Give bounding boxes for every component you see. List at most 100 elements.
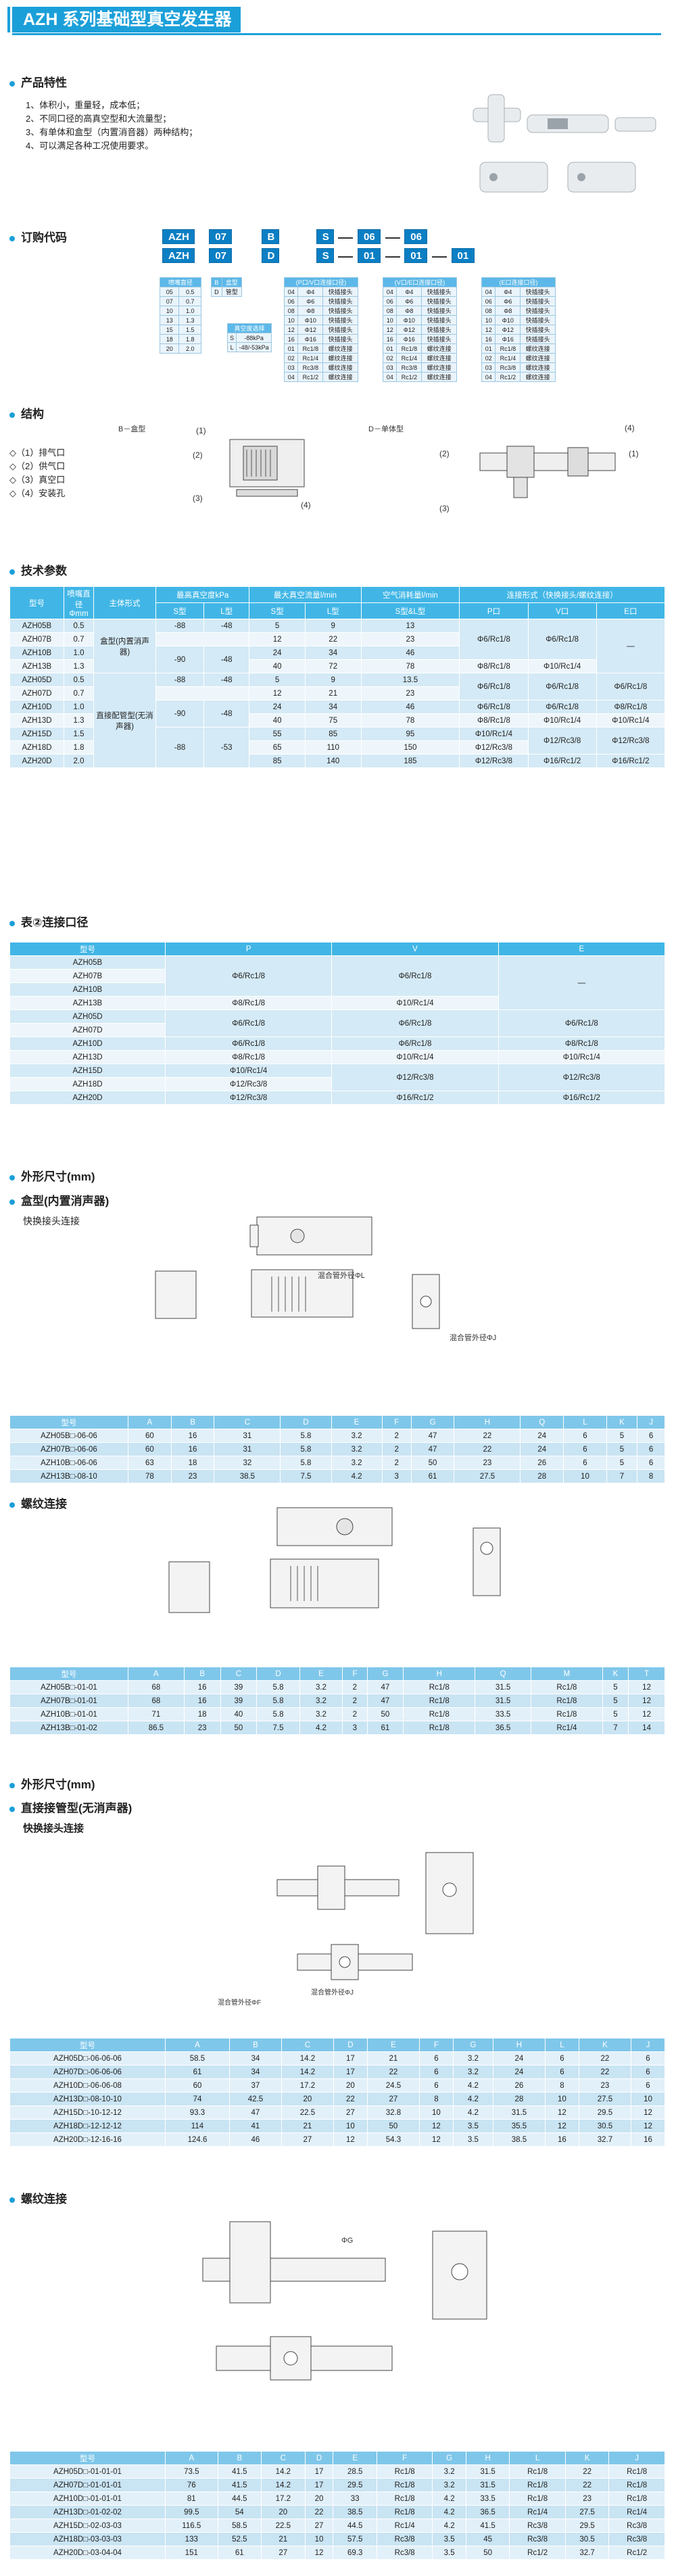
table-cell: 6 — [418, 2065, 454, 2079]
table-cell: 36.5 — [475, 1721, 531, 1735]
table-cell: 24 — [492, 2065, 546, 2079]
order-vacuum-table: 真空度选择 S-88kPa L-48/-53kPa — [226, 323, 272, 352]
table-cell: 0.5 — [178, 287, 201, 297]
table-cell: Φ10 — [495, 315, 521, 325]
col-header: K — [602, 1667, 629, 1681]
table-cell: -88 — [155, 619, 205, 633]
table-cell: 12 — [283, 325, 299, 335]
table-cell: 60 — [128, 1429, 172, 1443]
table-cell: 30.5 — [564, 2532, 610, 2546]
table-cell: 27 — [281, 2132, 334, 2147]
table-cell: Φ16/Rc1/2 — [527, 754, 597, 768]
table-cell: 1.0 — [178, 306, 201, 316]
table-cell: 61 — [410, 1469, 455, 1483]
table-cell: Rc1/8 — [530, 1707, 603, 1721]
table-cell: AZH18D□-03-03-03 — [9, 2532, 166, 2546]
col-header: K — [606, 1415, 638, 1429]
table-cell: 02 — [283, 353, 299, 363]
table-cell: 快插接头 — [520, 334, 556, 344]
table-cell: 22 — [578, 2051, 631, 2066]
legend-item: ◇（4）安装孔 — [9, 488, 66, 498]
table-cell: 02 — [481, 353, 496, 363]
table-cell: 3 — [342, 1721, 368, 1735]
col-header: A — [128, 1415, 172, 1429]
table-cell: AZH18D — [9, 740, 64, 755]
table-cell: 12 — [544, 2119, 579, 2133]
table-cell: Φ10/Rc1/4 — [596, 713, 666, 728]
table-cell: 29.5 — [578, 2105, 631, 2120]
table-cell: 管型 — [221, 287, 243, 297]
table-cell: 22.5 — [281, 2105, 334, 2120]
table-cell: Rc1/8 — [297, 343, 324, 354]
table-cell: 1.0 — [64, 646, 94, 660]
table-cell: Φ6/Rc1/8 — [164, 1009, 333, 1037]
col-header: Q — [520, 1415, 564, 1429]
table-cell: 16 — [544, 2132, 579, 2147]
col-header: 型号 — [9, 2451, 166, 2465]
table-cell: Φ12/Rc3/8 — [527, 727, 597, 755]
table-cell: AZH07D□-01-01-01 — [9, 2478, 166, 2492]
table-cell: 54 — [217, 2505, 262, 2519]
table-cell: 22 — [578, 2065, 631, 2079]
table-cell: 03 — [283, 362, 299, 373]
table-cell: 快插接头 — [322, 296, 358, 306]
table-cell: Φ16 — [297, 334, 324, 344]
col-header: E — [299, 1667, 343, 1681]
table-cell: Φ4 — [297, 287, 324, 297]
table-cell: Φ8/Rc1/8 — [459, 713, 529, 728]
table-cell: 81 — [165, 2491, 218, 2506]
table-cell: 38.5 — [333, 2505, 377, 2519]
table-cell: 5.8 — [280, 1442, 332, 1456]
table-cell: 3.2 — [331, 1456, 383, 1470]
table-cell: AZH10D□-01-01-01 — [9, 2491, 166, 2506]
table-cell: 38.5 — [492, 2132, 546, 2147]
table-cell: AZH05B — [9, 619, 64, 633]
code-box: S — [316, 229, 334, 244]
col-header: C — [261, 2451, 306, 2465]
table-cell: 盒型 — [221, 277, 243, 287]
table-cell: 63 — [128, 1456, 172, 1470]
table-cell: 86.5 — [128, 1721, 185, 1735]
table-cell: 6 — [637, 1429, 665, 1443]
table-cell: 08 — [382, 306, 397, 316]
table-cell: 1.5 — [178, 325, 201, 335]
table-cell: 32.7 — [564, 2546, 610, 2560]
table-cell: 8 — [637, 1469, 665, 1483]
table-cell: Φ8 — [297, 306, 324, 316]
table-cell: 24 — [249, 700, 306, 714]
table-cell: 17.2 — [261, 2491, 306, 2506]
table-cell: AZH15D□-10-12-12 — [9, 2105, 166, 2120]
table-cell: 3.2 — [452, 2065, 493, 2079]
table-cell: 快插接头 — [421, 296, 457, 306]
table-cell: 78 — [128, 1469, 172, 1483]
col-header: J — [637, 1415, 665, 1429]
feature-item: 2、不同口径的高真空型和大流量型； — [26, 114, 172, 124]
table-cell: 22 — [304, 2505, 334, 2519]
table-cell: -48 — [203, 619, 250, 633]
table-cell: 14.2 — [281, 2051, 334, 2066]
table-cell: 57.5 — [333, 2532, 377, 2546]
table-cell: 15 — [159, 325, 180, 335]
table-cell: 螺纹连接 — [322, 343, 358, 354]
table-cell: 29.5 — [564, 2519, 610, 2533]
col-header: Q — [475, 1667, 531, 1681]
col-header: B — [228, 2038, 282, 2052]
table-cell: 27.5 — [578, 2092, 631, 2106]
table-cell: 10 — [333, 2119, 368, 2133]
table-cell: 12 — [628, 1680, 665, 1694]
table-cell: 47 — [410, 1442, 455, 1456]
table-cell: 21 — [261, 2532, 306, 2546]
table-cell: S — [226, 333, 237, 343]
table-cell: 44.5 — [217, 2491, 262, 2506]
col-header: H — [403, 1667, 476, 1681]
table-cell: 快插接头 — [322, 306, 358, 316]
table-cell: 34 — [304, 700, 362, 714]
table-cell: 3.5 — [452, 2132, 493, 2147]
table-cell: 41 — [228, 2119, 282, 2133]
col-header: E — [366, 2038, 420, 2052]
table-cell: -88 — [155, 727, 205, 768]
col-header: T — [628, 1667, 665, 1681]
quick-connect-label: 快换接头连接 — [23, 1216, 80, 1226]
